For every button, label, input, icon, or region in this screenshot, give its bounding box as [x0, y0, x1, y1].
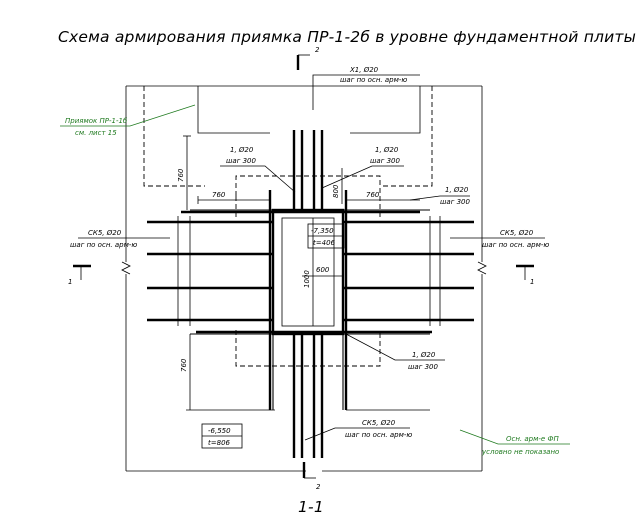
center-level: -7,350 — [311, 227, 334, 235]
cut-label-right: 1 — [530, 278, 534, 286]
bar-tr-step: шаг 300 — [370, 157, 401, 165]
cut-label-bottom: 2 — [316, 483, 321, 491]
vertical-rebars — [268, 130, 348, 458]
ck5-left-label: СК5, Ø20 — [88, 229, 122, 237]
pit-ref-sheet: см. лист 15 — [75, 129, 117, 137]
bar-tl-label: 1, Ø20 — [230, 146, 254, 154]
dim-760-vertical-bottom: 760 — [180, 358, 188, 372]
ck5-left-step: шаг по осн. арм-ю — [70, 241, 137, 249]
x1-label: Х1, Ø20 — [349, 66, 379, 74]
section-cut-markers — [73, 54, 534, 479]
adjacent-pit-outline — [143, 86, 433, 187]
ck5-right-label: СК5, Ø20 — [500, 229, 534, 237]
main-rebar-note: условно не показано — [481, 448, 559, 456]
ck5-bottom-step: шаг по осн. арм-ю — [345, 431, 412, 439]
main-rebar-label: Осн. арм-е ФП — [506, 435, 559, 443]
section-1-1-title: 1-1 — [298, 498, 324, 512]
bar-r-label: 1, Ø20 — [445, 186, 469, 194]
pit-ref-label: Приямок ПР-1-1б — [65, 117, 128, 125]
slab-outline — [121, 85, 487, 472]
corner-level: -6,550 — [208, 427, 231, 435]
bar-br-step: шаг 300 — [408, 363, 439, 371]
leader-lines — [78, 74, 545, 441]
green-leaders — [60, 104, 570, 445]
dim-760-horizontal-left: 760 — [212, 191, 226, 199]
dim-760-horizontal-right: 760 — [366, 191, 380, 199]
dim-760-vertical-left: 760 — [177, 168, 185, 182]
cut-label-top: 2 — [315, 46, 320, 54]
center-elevation-box — [307, 223, 345, 249]
corner-elevation-box — [201, 423, 243, 449]
bar-br-label: 1, Ø20 — [412, 351, 436, 359]
dim-600: 600 — [316, 266, 330, 274]
dim-1000: 1000 — [303, 270, 311, 288]
drawing-title: Схема армирования приямка ПР-1-2б в уров… — [58, 28, 636, 46]
center-thickness: t=406 — [313, 239, 336, 247]
ck5-right-step: шаг по осн. арм-ю — [482, 241, 549, 249]
corner-thickness: t=806 — [208, 439, 231, 447]
central-pit — [181, 208, 432, 410]
dim-800: 800 — [332, 184, 340, 198]
cut-label-left: 1 — [68, 278, 72, 286]
horizontal-rebars-left — [147, 216, 273, 326]
bar-tl-step: шаг 300 — [226, 157, 257, 165]
bar-tr-label: 1, Ø20 — [375, 146, 399, 154]
x1-step: шаг по осн. арм-ю — [340, 76, 407, 84]
horizontal-rebars-right — [343, 216, 474, 326]
bar-r-step: шаг 300 — [440, 198, 471, 206]
ck5-bottom-label: СК5, Ø20 — [362, 419, 396, 427]
